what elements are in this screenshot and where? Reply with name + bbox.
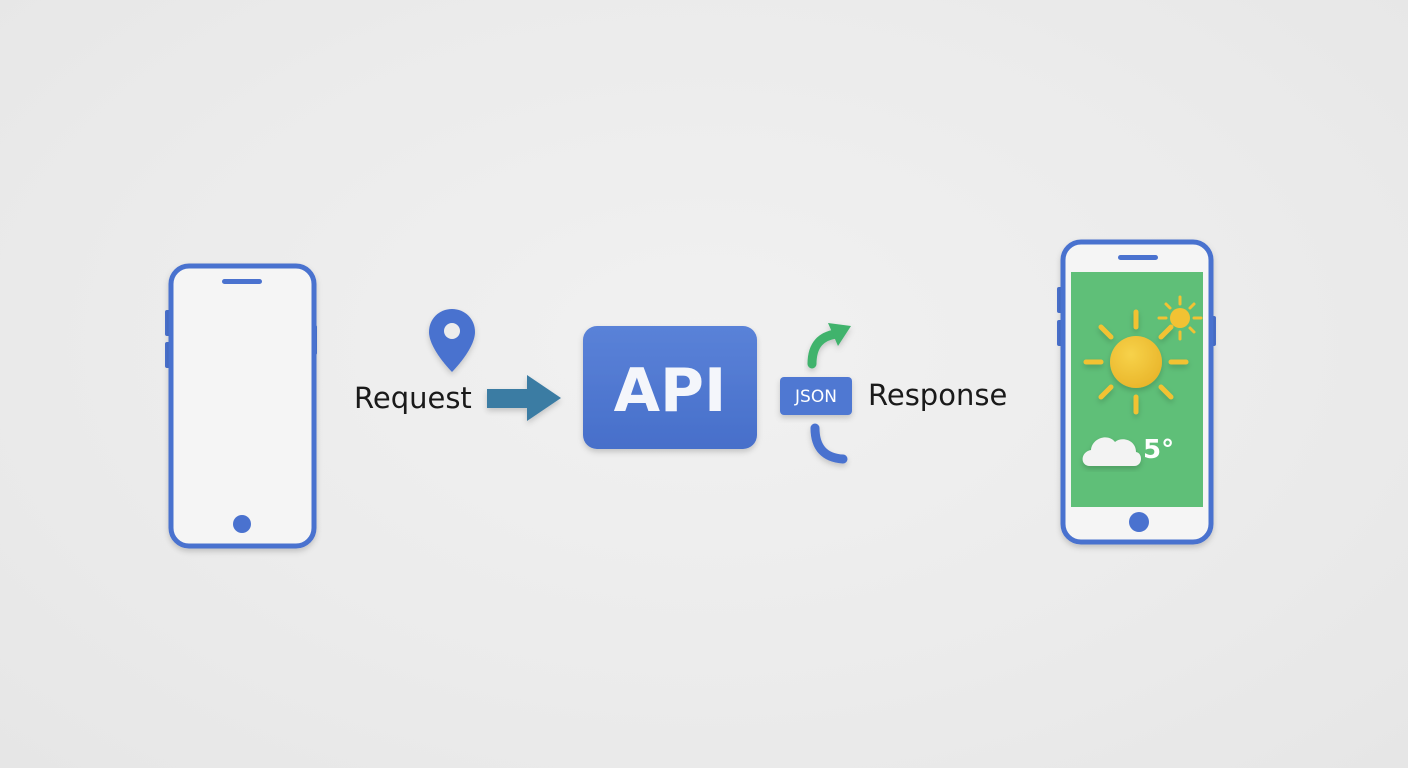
- source-phone-frame: [168, 263, 317, 549]
- temperature-label: 5°: [1143, 435, 1174, 465]
- source-phone-home-button: [233, 515, 251, 533]
- response-label: Response: [868, 378, 1007, 412]
- target-phone-home-button: [1129, 512, 1149, 532]
- target-phone-speaker: [1118, 255, 1158, 260]
- location-pin-icon: [429, 309, 475, 372]
- api-box-background: [583, 326, 757, 449]
- json-badge: JSON: [780, 377, 852, 415]
- source-phone: [165, 263, 317, 549]
- cloud-icon: [1082, 437, 1142, 466]
- sun-icon: [1083, 309, 1189, 415]
- small-sun-icon: [1157, 295, 1203, 341]
- api-label: API: [614, 356, 727, 426]
- request-label: Request: [354, 381, 472, 415]
- api-box: API: [583, 326, 757, 449]
- weather-screen: [1071, 272, 1203, 507]
- json-badge-label: JSON: [794, 387, 837, 407]
- target-phone: 5°: [1057, 239, 1216, 545]
- source-phone-speaker: [222, 279, 262, 284]
- curved-arrow-icon: [807, 323, 851, 464]
- arrow-right-icon: [487, 375, 561, 421]
- json-badge-background: [780, 377, 852, 415]
